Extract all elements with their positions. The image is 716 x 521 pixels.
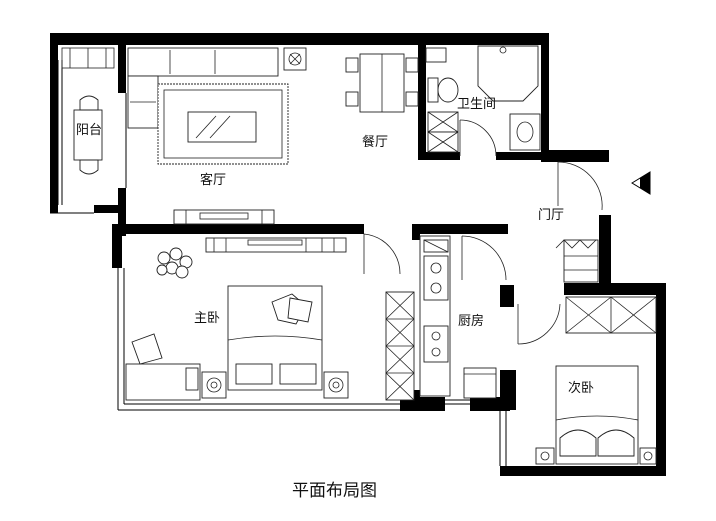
label-bathroom: 卫生间: [457, 97, 496, 112]
second-bedroom: [517, 296, 657, 465]
foyer: [555, 161, 651, 283]
master-bedroom: [125, 233, 415, 401]
plant-icon: [156, 247, 193, 279]
thin-walls: [50, 60, 507, 466]
label-second-bedroom: 次卧: [568, 380, 594, 396]
bathroom: [425, 45, 541, 157]
dining-table-set: [345, 53, 419, 113]
label-living-room: 客厅: [200, 172, 226, 188]
tv-cabinet: [173, 209, 275, 225]
label-dining-room: 餐厅: [362, 134, 388, 150]
kitchen: [419, 235, 507, 399]
plan-title: 平面布局图: [292, 481, 377, 501]
entrance-arrow-icon: [631, 171, 651, 195]
label-foyer: 门厅: [538, 208, 564, 223]
living-room: [127, 47, 307, 225]
balcony-room: [61, 47, 115, 175]
label-balcony: 阳台: [76, 123, 102, 138]
label-kitchen: 厨房: [458, 313, 484, 329]
label-master-bedroom: 主卧: [194, 311, 220, 326]
walls: [50, 33, 666, 476]
